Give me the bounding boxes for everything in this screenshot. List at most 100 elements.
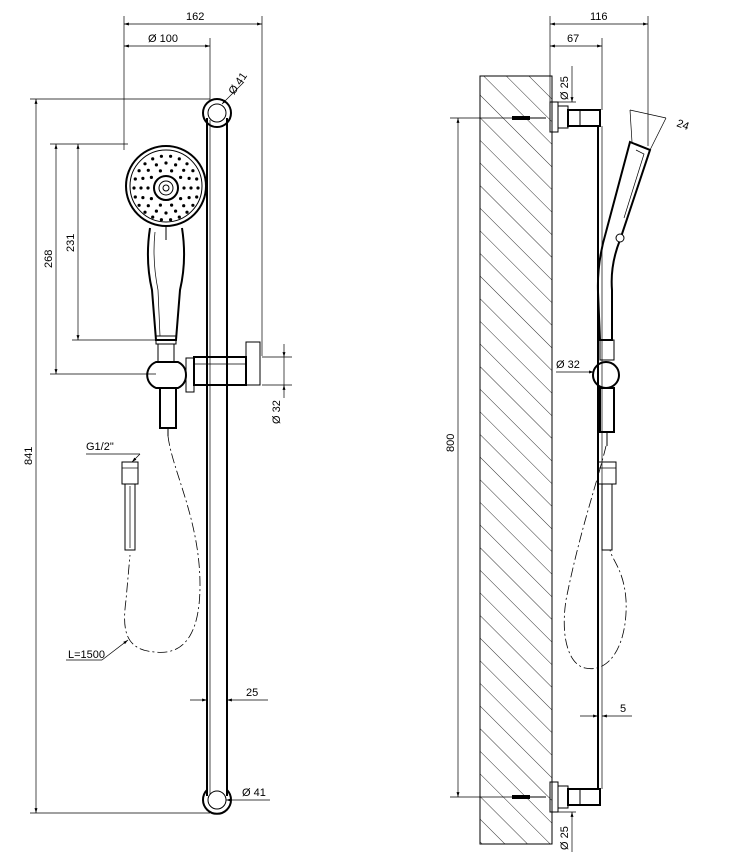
nozzle-dot	[170, 169, 174, 173]
nozzle-dot	[174, 209, 178, 213]
nozzle-dot	[146, 186, 150, 190]
side-connector	[597, 461, 617, 551]
dim-side-25-bottom: Ø 25	[558, 811, 576, 852]
dim-front-100: Ø 100	[124, 33, 211, 100]
dim-front-41-top-label: Ø 41	[226, 71, 250, 97]
nozzle-dot	[146, 204, 150, 208]
front-view: 162 Ø 100 Ø 41 841 268	[23, 11, 292, 815]
nozzle-dot	[132, 186, 136, 190]
nozzle-dot	[179, 175, 183, 179]
nozzle-dot	[187, 196, 191, 200]
nozzle-dot	[164, 211, 168, 215]
dim-front-41-top: Ø 41	[221, 71, 250, 105]
dim-front-thread: G1/2"	[86, 441, 141, 463]
dim-side-24-label: 24	[675, 118, 691, 133]
nozzle-dot	[158, 169, 162, 173]
nozzle-dot	[185, 162, 189, 166]
dim-side-24: 24	[629, 109, 691, 151]
dim-front-162: 162	[123, 11, 263, 356]
dim-side-116: 116	[549, 11, 649, 146]
nozzle-dot	[191, 203, 195, 207]
nozzle-dot	[151, 157, 155, 161]
dim-side-5-label: 5	[620, 703, 626, 715]
dim-side-25-top: Ø 25	[558, 66, 576, 103]
dim-front-41-bottom: Ø 41	[226, 787, 270, 802]
side-slider	[592, 361, 620, 446]
nozzle-dot	[133, 177, 137, 181]
nozzle-dot	[149, 197, 153, 201]
dim-side-32: Ø 32	[556, 359, 594, 374]
dim-side-25-bottom-label: Ø 25	[559, 826, 571, 850]
nozzle-dot	[151, 215, 155, 219]
dim-side-800: 800	[445, 117, 512, 798]
dim-front-841: 841	[23, 98, 210, 814]
dim-front-hose-length: L=1500	[66, 639, 129, 661]
front-connector	[121, 461, 139, 551]
nozzle-dot	[159, 218, 163, 222]
dim-front-268-label: 268	[43, 250, 55, 268]
nozzle-dot	[143, 210, 147, 214]
nozzle-dot	[149, 175, 153, 179]
dim-front-41-bottom-label: Ø 41	[242, 787, 266, 799]
dim-side-67-label: 67	[567, 33, 579, 45]
dim-side-116-label: 116	[590, 11, 608, 23]
nozzle-dot	[146, 168, 150, 172]
nozzle-dot	[185, 210, 189, 214]
dim-front-100-label: Ø 100	[148, 33, 178, 45]
dim-front-hose-length-label: L=1500	[68, 649, 105, 661]
dim-front-162-label: 162	[186, 11, 204, 23]
side-top-bracket	[512, 101, 601, 133]
nozzle-dot	[141, 196, 145, 200]
nozzle-dot	[189, 186, 193, 190]
nozzle-dot	[159, 154, 163, 158]
nozzle-dot	[141, 176, 145, 180]
nozzle-dot	[139, 186, 143, 190]
front-top-bracket	[202, 98, 232, 128]
nozzle-dot	[177, 157, 181, 161]
nozzle-dot	[182, 186, 186, 190]
wall-section	[479, 75, 553, 845]
nozzle-dot	[195, 195, 199, 199]
nozzle-pattern	[132, 154, 200, 222]
dim-side-25-top-label: Ø 25	[559, 76, 571, 100]
nozzle-dot	[143, 162, 147, 166]
nozzle-dot	[177, 215, 181, 219]
dim-front-231: 231	[65, 144, 156, 341]
nozzle-dot	[169, 154, 173, 158]
side-hand-shower	[596, 140, 652, 361]
dim-side-32-label: Ø 32	[556, 359, 580, 371]
nozzle-dot	[154, 209, 158, 213]
nozzle-dot	[154, 163, 158, 167]
nozzle-dot	[196, 186, 200, 190]
dim-side-800-label: 800	[445, 434, 457, 452]
nozzle-dot	[164, 161, 168, 165]
nozzle-dot	[195, 177, 199, 181]
dim-side-5: 5	[580, 703, 632, 718]
side-view: 116 67 Ø 25 24 800	[445, 11, 691, 852]
front-shower-head	[125, 145, 207, 345]
nozzle-dot	[169, 218, 173, 222]
dim-front-25-label: 25	[246, 687, 258, 699]
dim-front-841-label: 841	[23, 447, 35, 465]
side-hose	[563, 445, 627, 670]
nozzle-dot	[133, 195, 137, 199]
nozzle-dot	[137, 203, 141, 207]
nozzle-dot	[182, 168, 186, 172]
front-slider	[146, 341, 261, 436]
nozzle-dot	[137, 169, 141, 173]
dim-front-thread-label: G1/2"	[86, 441, 114, 453]
dim-front-32-label: Ø 32	[271, 400, 283, 424]
dim-front-32: Ø 32	[262, 344, 292, 424]
nozzle-dot	[179, 197, 183, 201]
dim-front-268: 268	[43, 143, 156, 375]
dim-side-67: 67	[550, 33, 603, 110]
nozzle-dot	[191, 169, 195, 173]
dim-front-231-label: 231	[65, 234, 77, 252]
nozzle-dot	[182, 204, 186, 208]
nozzle-dot	[158, 203, 162, 207]
front-hose	[124, 435, 201, 653]
nozzle-dot	[187, 176, 191, 180]
front-rail	[206, 118, 228, 796]
side-rail	[597, 126, 603, 789]
